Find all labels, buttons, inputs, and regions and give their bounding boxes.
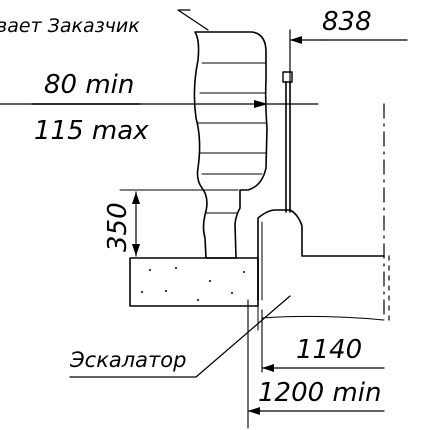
arrowhead-350-bottom (132, 244, 140, 256)
handrail-grip (282, 71, 293, 83)
slab-speckle (141, 291, 143, 293)
pit-line (261, 315, 385, 321)
slab-speckle (165, 290, 167, 292)
customer-note-label: вает Заказчик (0, 15, 140, 37)
slab-speckle (243, 271, 245, 273)
arrowhead-min-max (254, 100, 268, 108)
escalator-label: Эскалатор (69, 348, 186, 372)
slab-speckle (175, 267, 177, 269)
escalator-profile (257, 209, 385, 301)
dim-350-label: 350 (103, 202, 133, 252)
dim-max-label: 115 max (34, 116, 149, 146)
floor-slab (129, 257, 259, 307)
arrowhead-838 (290, 36, 302, 44)
slab-speckle (197, 299, 199, 301)
dim-1200-label: 1200 min (258, 378, 381, 408)
escalator-leader (69, 295, 291, 378)
cladding-outline (193, 31, 268, 259)
slab-speckle (231, 292, 233, 294)
dim-1140-label: 1140 (296, 335, 362, 365)
arrowhead-1200 (248, 407, 260, 415)
customer-note-leader (177, 9, 209, 31)
arrowhead-1140 (262, 364, 274, 372)
slab-speckle (209, 280, 211, 282)
dim-838-label: 838 (322, 7, 372, 37)
arrowhead-350-top (132, 192, 140, 204)
dim-min-label: 80 min (44, 70, 134, 100)
slab-speckle (149, 269, 151, 271)
